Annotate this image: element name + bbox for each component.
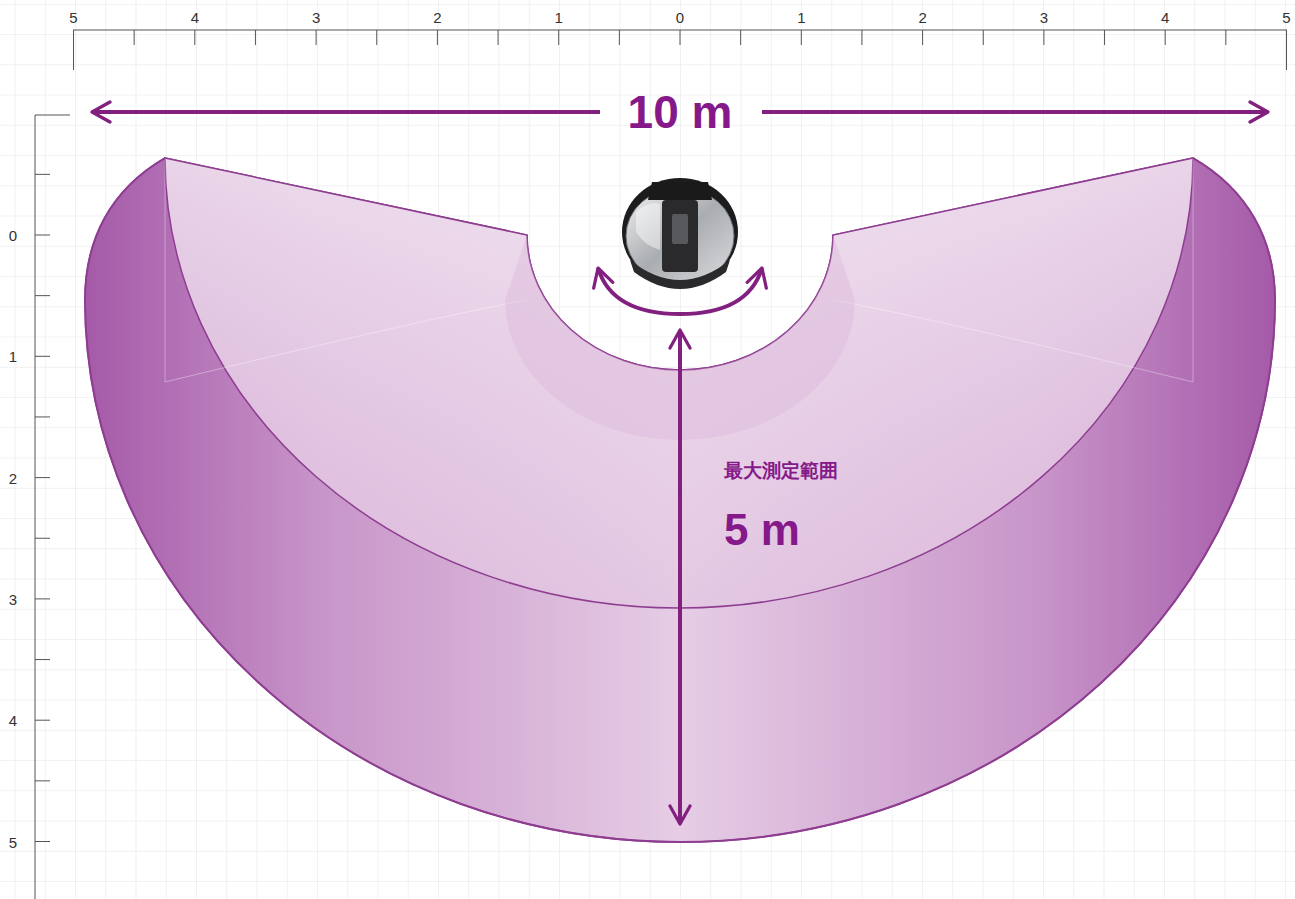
ruler-tick: [1104, 30, 1105, 45]
ruler-tick: [1043, 30, 1044, 45]
ruler-tick: [680, 30, 681, 45]
ruler-tick: [619, 30, 620, 45]
ruler-tick: [1225, 30, 1226, 45]
ruler-tick: [35, 174, 50, 175]
ruler-number: 2: [9, 470, 17, 485]
ruler-tick: [35, 841, 50, 842]
ruler-number: 0: [9, 228, 17, 243]
left-ruler: [35, 115, 70, 899]
ruler-tick: [35, 356, 50, 357]
width-arrow: [762, 110, 1268, 114]
width-arrow: [92, 110, 600, 114]
detection-area: [85, 158, 1275, 842]
ruler-number: 5: [69, 10, 77, 25]
ruler-number: 3: [312, 10, 320, 25]
ruler-tick: [740, 30, 741, 45]
ruler-tick: [1165, 30, 1166, 45]
ruler-number: 1: [555, 10, 563, 25]
range-caption: 最大測定範囲: [724, 461, 838, 480]
ruler-number: 2: [918, 10, 926, 25]
ruler-number: 5: [1282, 10, 1290, 25]
ruler-tick: [194, 30, 195, 45]
ruler-tick: [437, 30, 438, 45]
range-dimension: 5 m: [724, 508, 800, 552]
ruler-tick: [1286, 30, 1287, 70]
rotation-arrow: [598, 268, 762, 314]
top-ruler: [73, 30, 1287, 70]
ruler-tick: [35, 720, 50, 721]
range-arrow: [678, 330, 682, 824]
robot-cleaner: [622, 178, 738, 289]
ruler-tick: [35, 477, 50, 478]
ruler-number: 4: [9, 713, 17, 728]
ruler-number: 1: [9, 349, 17, 364]
ruler-tick: [35, 598, 50, 599]
ruler-tick: [861, 30, 862, 45]
width-dimension: 10 m: [628, 89, 733, 135]
ruler-tick: [35, 538, 50, 539]
ruler-number: 3: [9, 591, 17, 606]
ruler-tick: [35, 416, 50, 417]
ruler-tick: [316, 30, 317, 45]
ruler-tick: [35, 295, 50, 296]
ruler-tick: [35, 235, 50, 236]
ruler-tick: [498, 30, 499, 45]
ruler-tick: [35, 659, 50, 660]
ruler-number: 0: [676, 10, 684, 25]
ruler-number: 2: [433, 10, 441, 25]
ruler-number: 1: [797, 10, 805, 25]
ruler-tick: [376, 30, 377, 45]
ruler-number: 5: [9, 834, 17, 849]
ruler-number: 3: [1040, 10, 1048, 25]
ruler-tick: [983, 30, 984, 45]
ruler-tick: [134, 30, 135, 45]
ruler-number: 4: [191, 10, 199, 25]
ruler-tick: [255, 30, 256, 45]
ruler-tick: [558, 30, 559, 45]
ruler-tick: [801, 30, 802, 45]
ruler-number: 4: [1161, 10, 1169, 25]
ruler-tick: [73, 30, 74, 70]
ruler-tick: [922, 30, 923, 45]
ruler-tick: [35, 780, 50, 781]
